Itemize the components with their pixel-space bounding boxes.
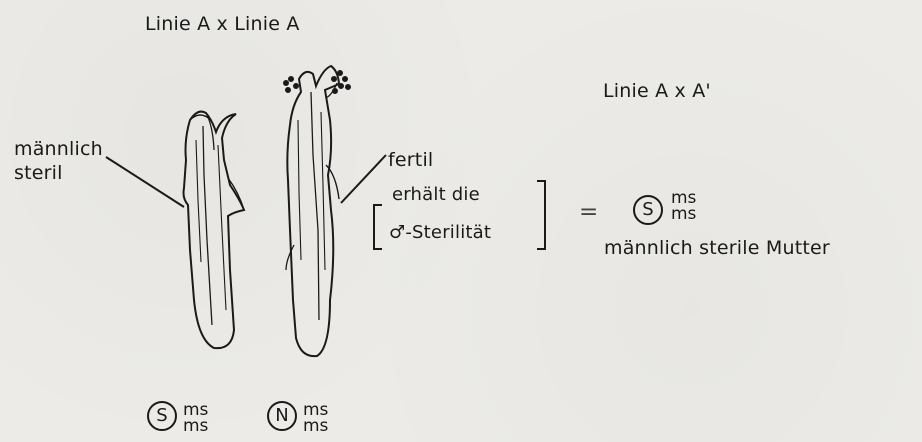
result-caption: männlich sterile Mutter [604, 239, 830, 258]
fertile-label: fertil [388, 151, 433, 170]
right-plant-genotype-bottom: ms [303, 418, 328, 434]
leader-line-fertile [341, 155, 386, 203]
right-plant-cytoplasm-circle: N [267, 401, 297, 431]
result-cytoplasm-circle: S [633, 195, 663, 225]
title-line-a-prime-cross: Linie A x A' [603, 82, 711, 101]
bracket-text-line1: erhält die [392, 186, 480, 204]
leader-line-male-sterile [106, 157, 184, 207]
equals-sign: = [579, 201, 598, 224]
result-genotype-bottom: ms [671, 206, 696, 222]
male-sterile-label-line2: steril [14, 164, 63, 183]
left-plant-genotype: ms ms [183, 402, 208, 434]
left-bracket [374, 205, 382, 249]
bracket-text-line2: ♂-Sterilität [389, 224, 491, 242]
title-line-a-cross: Linie A x Linie A [145, 15, 300, 34]
male-sterile-label-line1: männlich [14, 140, 103, 159]
fertile-flower-drawing [284, 66, 350, 356]
result-genotype: ms ms [671, 190, 696, 222]
right-plant-genotype: ms ms [303, 402, 328, 434]
left-plant-cytoplasm-circle: S [147, 401, 177, 431]
right-bracket [537, 181, 545, 249]
left-plant-genotype-bottom: ms [183, 418, 208, 434]
male-sterile-flower-drawing [184, 112, 245, 349]
